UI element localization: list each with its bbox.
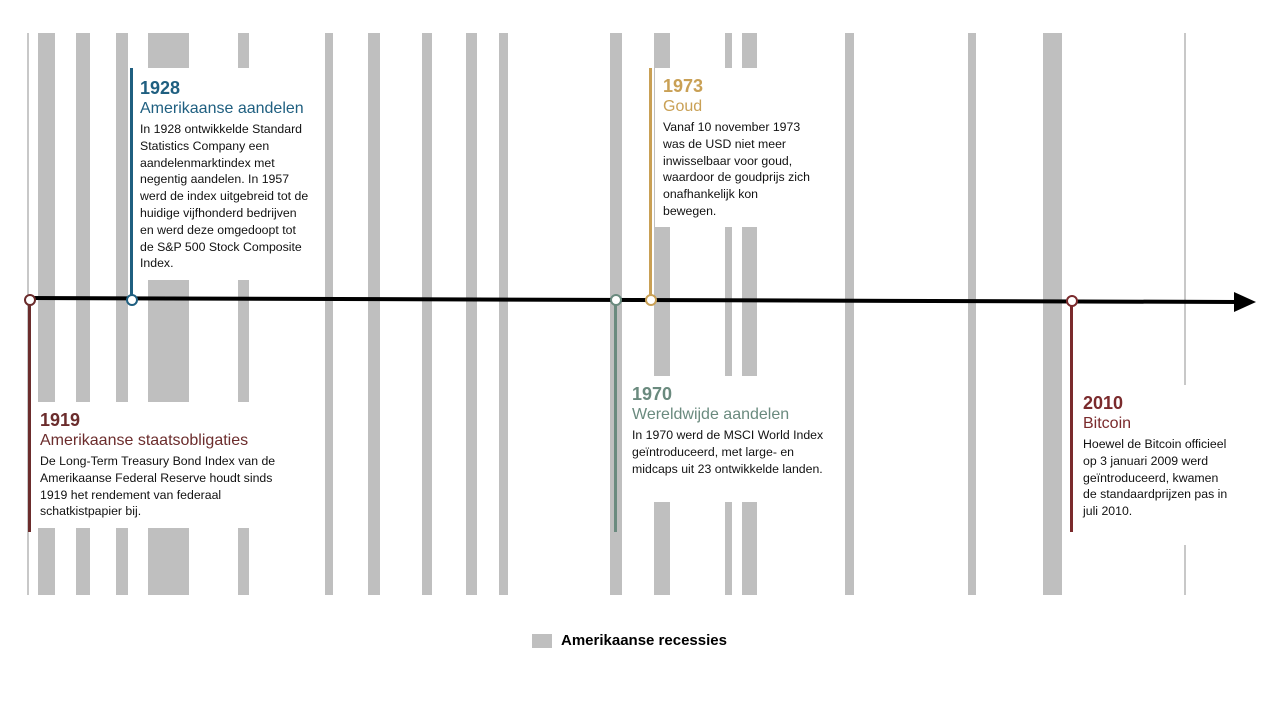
card-bg-2010 bbox=[1076, 385, 1246, 545]
legend-swatch bbox=[532, 633, 552, 648]
event-description: In 1928 ontwikkelde Standard Statistics … bbox=[140, 122, 309, 271]
event-card-1919: 1919 Amerikaanse staatsobligaties De Lon… bbox=[40, 409, 290, 520]
recession-bar bbox=[368, 33, 380, 595]
stem-2010 bbox=[1070, 302, 1073, 532]
event-description: In 1970 werd de MSCI World Index geïntro… bbox=[632, 428, 824, 476]
card-bg-1970 bbox=[624, 376, 839, 502]
stem-1970 bbox=[614, 300, 617, 532]
recession-bar bbox=[1043, 33, 1062, 595]
event-year: 1928 bbox=[140, 78, 181, 98]
event-description: Vanaf 10 november 1973 was de USD niet m… bbox=[663, 120, 810, 218]
legend-label: Amerikaanse recessies bbox=[561, 632, 727, 649]
event-title: Wereldwijde aandelen bbox=[632, 406, 790, 423]
recession-bar bbox=[967, 33, 976, 595]
stem-1919 bbox=[28, 300, 31, 532]
marker-1928 bbox=[126, 294, 138, 306]
event-title: Bitcoin bbox=[1083, 415, 1132, 432]
stem-1973 bbox=[649, 68, 652, 300]
recession-bar bbox=[422, 33, 433, 595]
recession-bar bbox=[324, 33, 333, 595]
event-card-1970: 1970 Wereldwijde aandelen In 1970 werd d… bbox=[632, 383, 837, 477]
marker-1970 bbox=[610, 294, 622, 306]
event-card-2010: 2010 Bitcoin Hoewel de Bitcoin officieel… bbox=[1083, 392, 1233, 520]
recession-bar bbox=[724, 33, 732, 595]
recession-bar bbox=[845, 33, 855, 595]
recession-bar bbox=[465, 33, 478, 595]
marker-2010 bbox=[1066, 295, 1078, 307]
stem-1928 bbox=[130, 68, 133, 299]
event-description: De Long-Term Treasury Bond Index van de … bbox=[40, 454, 276, 519]
event-description: Hoewel de Bitcoin officieel op 3 januari… bbox=[1083, 437, 1228, 519]
recession-bar bbox=[116, 33, 128, 595]
legend: Amerikaanse recessies bbox=[532, 632, 727, 649]
timeline-end-line bbox=[1184, 33, 1186, 595]
timeline-line bbox=[27, 296, 1239, 304]
event-year: 1970 bbox=[632, 384, 673, 404]
card-bg-1973 bbox=[655, 68, 825, 227]
recession-bar bbox=[237, 33, 250, 595]
marker-1919 bbox=[24, 294, 36, 306]
event-title: Amerikaanse aandelen bbox=[140, 100, 304, 117]
recession-bar bbox=[498, 33, 509, 595]
event-card-1973: 1973 Goud Vanaf 10 november 1973 was de … bbox=[663, 75, 813, 220]
event-year: 2010 bbox=[1083, 393, 1124, 413]
card-bg-1928 bbox=[134, 68, 314, 280]
card-bg-1919 bbox=[33, 402, 295, 528]
event-title: Amerikaanse staatsobligaties bbox=[40, 432, 249, 449]
event-year: 1973 bbox=[663, 76, 704, 96]
event-card-1928: 1928 Amerikaanse aandelen In 1928 ontwik… bbox=[140, 77, 312, 272]
event-year: 1919 bbox=[40, 410, 81, 430]
event-title: Goud bbox=[663, 98, 703, 115]
arrow-head-icon bbox=[1234, 292, 1256, 312]
marker-1973 bbox=[645, 294, 657, 306]
